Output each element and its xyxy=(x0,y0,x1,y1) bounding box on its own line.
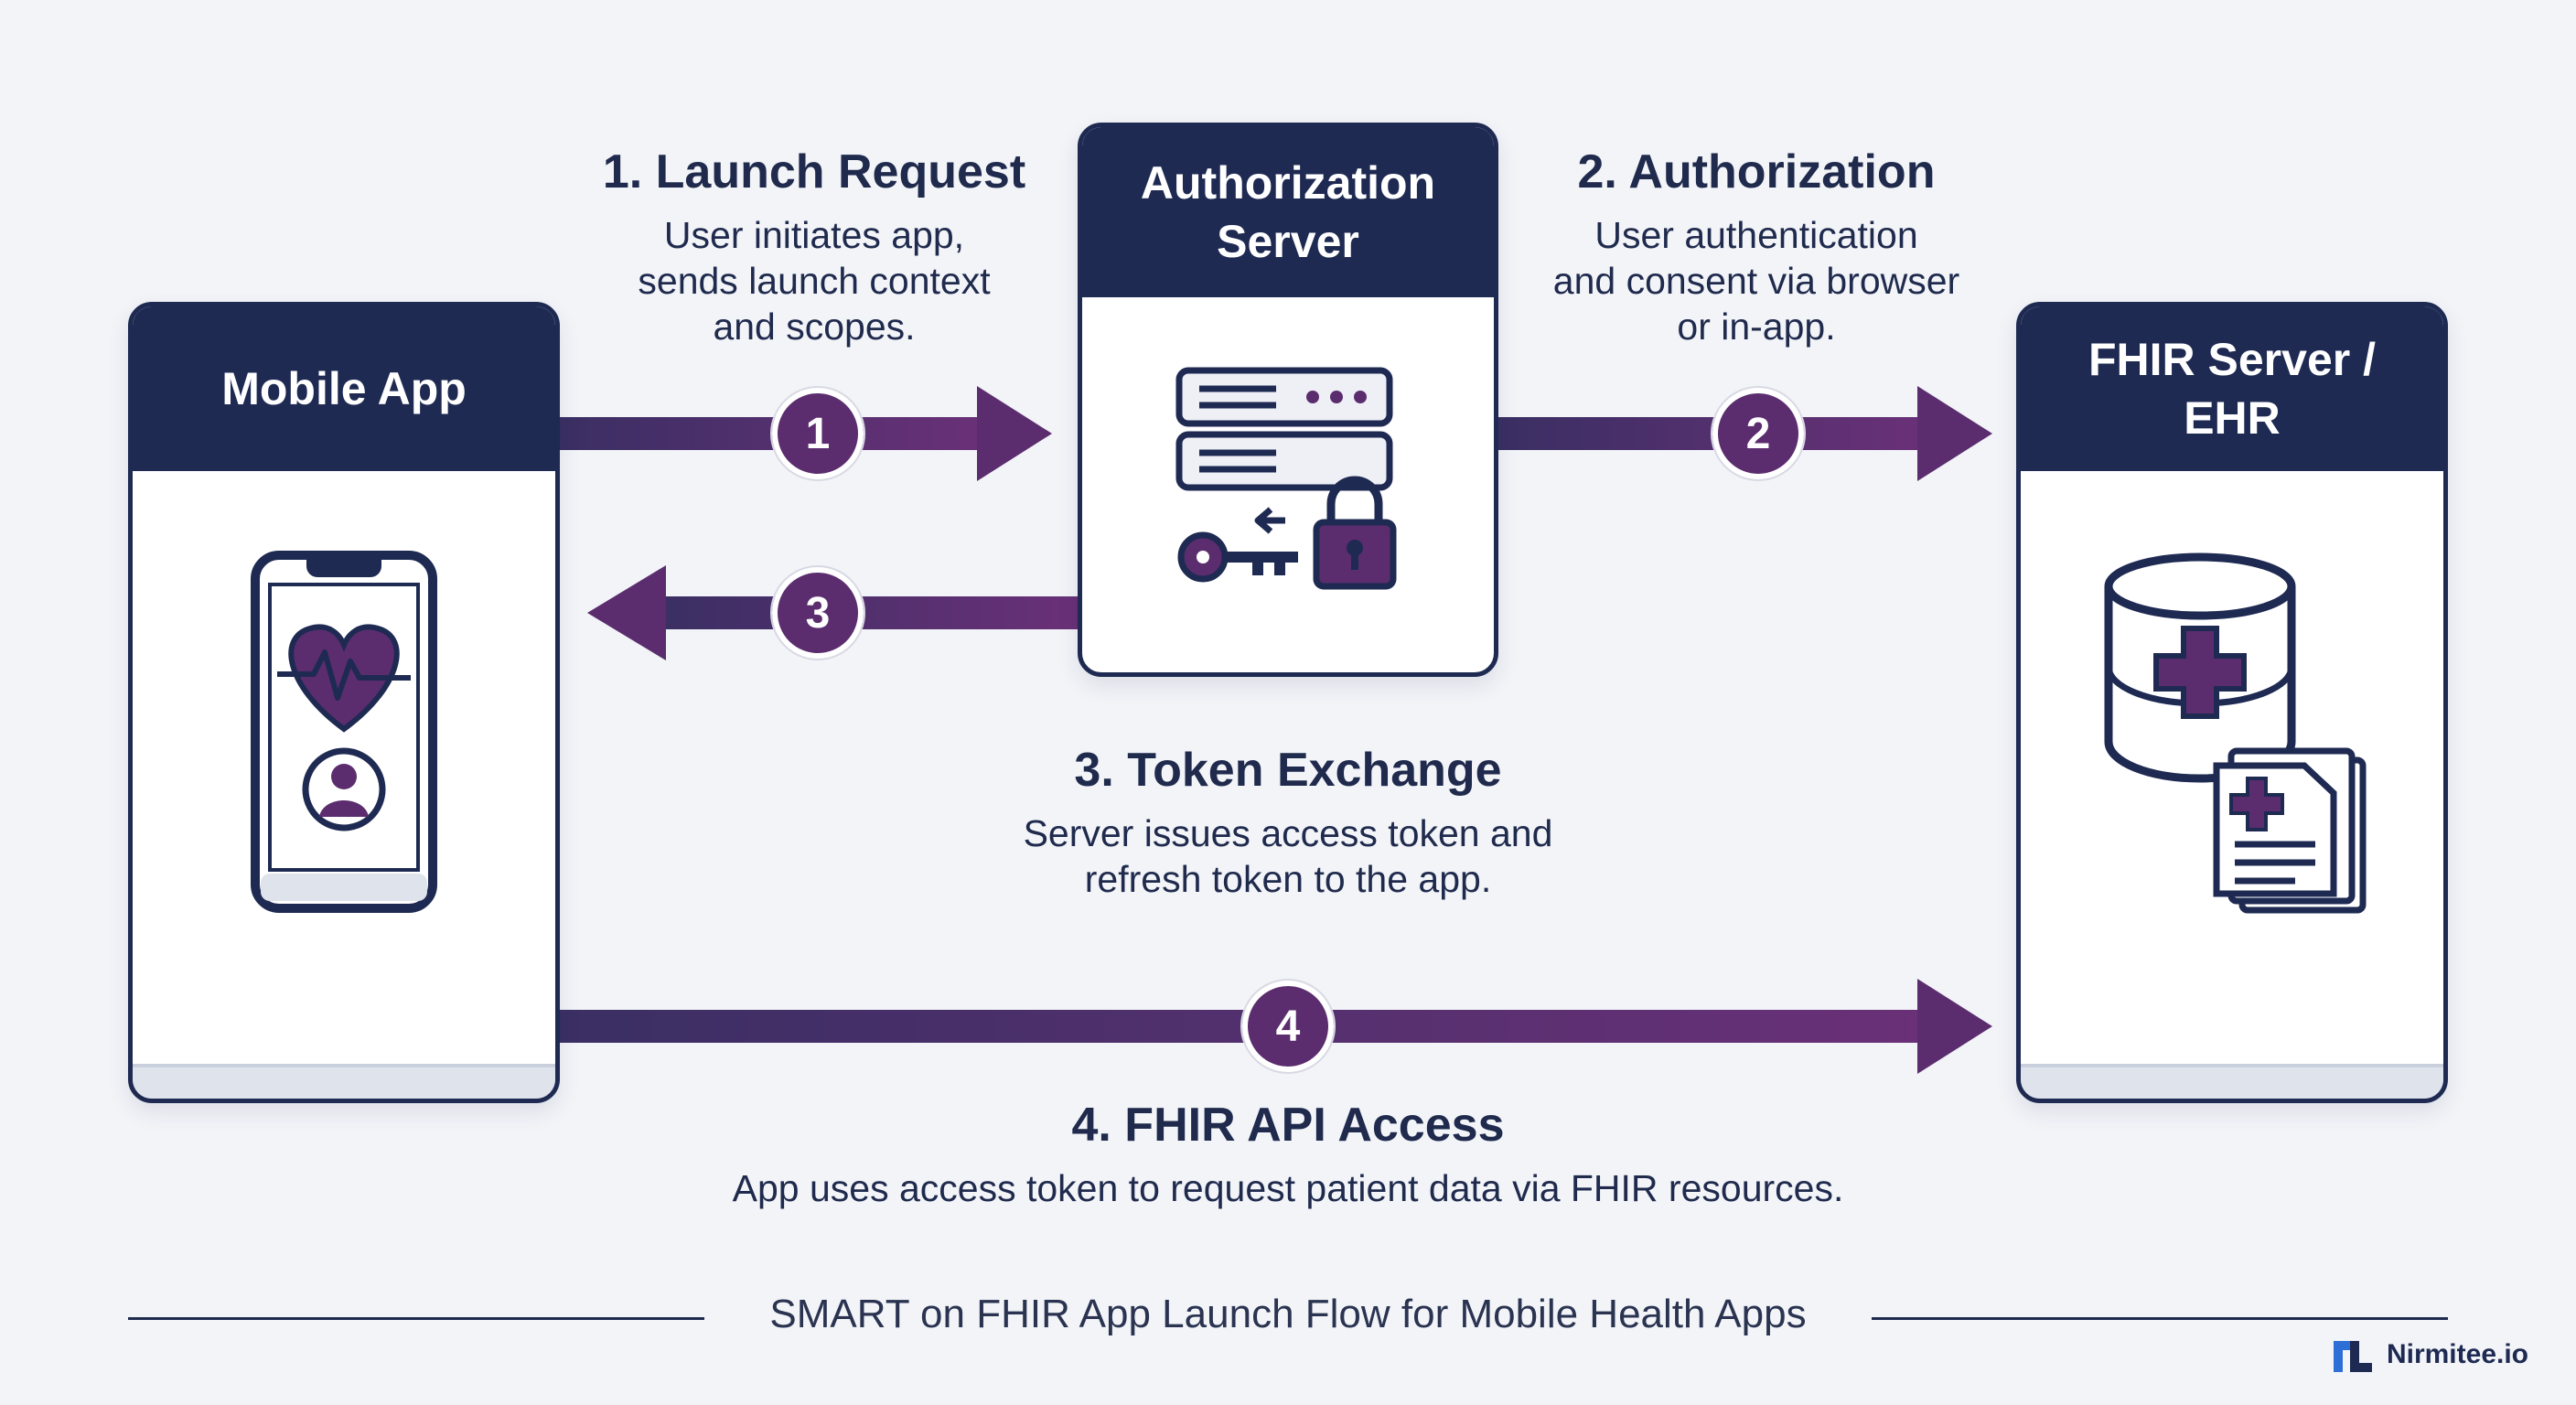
medical-documents-icon xyxy=(2213,747,2367,914)
fhir-server-node: FHIR Server / EHR xyxy=(2016,302,2448,1103)
step-2-title: 2. Authorization xyxy=(1577,145,1936,198)
smartphone-icon xyxy=(251,551,437,913)
step-badge-2-number: 2 xyxy=(1746,410,1771,458)
arrow-launch-request xyxy=(556,386,1052,481)
mobile-app-card-footer xyxy=(133,1064,555,1099)
heart-pulse-icon xyxy=(277,624,411,733)
caption-rule-left xyxy=(128,1317,704,1320)
step-badge-2: 2 xyxy=(1711,386,1806,481)
step-1-description: User initiates app, sends launch context… xyxy=(638,214,991,348)
brand-logo: Nirmitee.io xyxy=(2333,1337,2528,1372)
arrow-token-exchange xyxy=(587,565,1079,660)
step-badge-3-number: 3 xyxy=(806,589,831,638)
step-4-title: 4. FHIR API Access xyxy=(1071,1099,1505,1152)
step-badge-4-number: 4 xyxy=(1276,1003,1301,1051)
step-2-description: User authentication and consent via brow… xyxy=(1552,214,1960,348)
step-3-description: Server issues access token and refresh t… xyxy=(1023,812,1553,900)
step-badge-1: 1 xyxy=(770,386,865,481)
step-badge-1-number: 1 xyxy=(806,410,831,458)
brand-name: Nirmitee.io xyxy=(2386,1339,2528,1369)
authorization-server-node: Authorization Server xyxy=(1078,123,1498,677)
step-4-description: App uses access token to request patient… xyxy=(732,1167,1844,1209)
fhir-server-title: FHIR Server / EHR xyxy=(2021,306,2443,471)
fhir-server-card-footer xyxy=(2021,1064,2443,1099)
step-badge-4: 4 xyxy=(1240,979,1336,1074)
caption-rule-right xyxy=(1872,1317,2448,1320)
authorization-server-title: Authorization Server xyxy=(1082,127,1494,297)
step-1-title: 1. Launch Request xyxy=(602,145,1026,198)
nirmitee-logo-icon xyxy=(2333,1341,2372,1372)
step-badge-3: 3 xyxy=(770,565,865,660)
step-3-title: 3. Token Exchange xyxy=(1074,744,1502,797)
user-avatar-icon xyxy=(302,747,386,831)
diagram-caption: SMART on FHIR App Launch Flow for Mobile… xyxy=(769,1292,1807,1336)
key-icon xyxy=(1177,507,1298,583)
mobile-app-node: Mobile App xyxy=(128,302,560,1103)
database-icon xyxy=(2104,552,2367,914)
lock-icon xyxy=(1313,476,1397,590)
mobile-app-title: Mobile App xyxy=(133,306,555,471)
server-icon xyxy=(1175,367,1397,590)
